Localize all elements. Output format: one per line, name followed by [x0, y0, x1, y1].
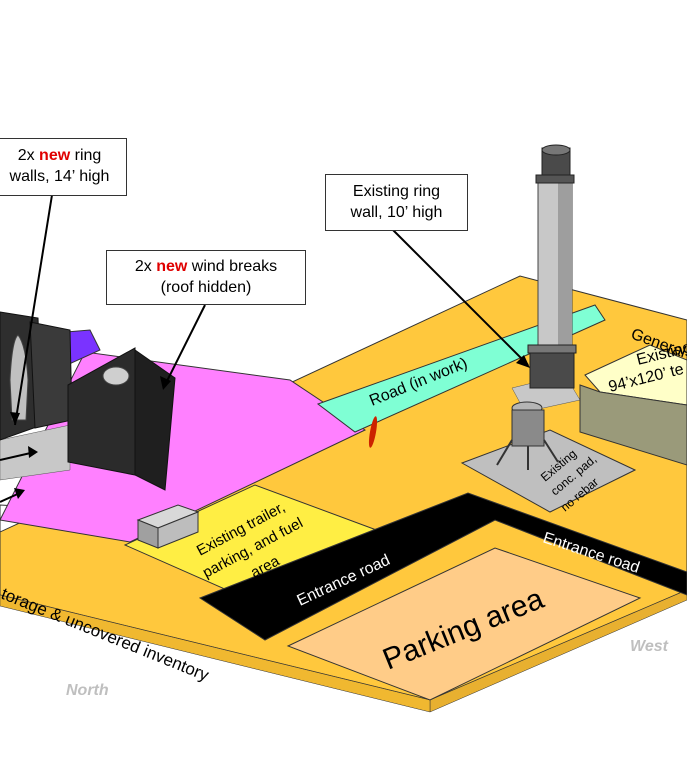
ring-walls-callout-line1: 2x new ring [0, 145, 126, 166]
parking-area [286, 547, 642, 701]
wind-breaks-prefix: 2x [134, 258, 157, 275]
ring-walls-new: new [39, 147, 71, 164]
trailer-box-side [157, 511, 199, 549]
lander-body [511, 409, 545, 447]
leader-existing-ring-wall-arrow [516, 355, 530, 368]
ring-walls-callout: 2x new ring walls, 14’ high [0, 138, 127, 196]
platform-edge-left [0, 594, 431, 713]
rocket-cone [9, 334, 29, 421]
tower-shade [558, 178, 572, 350]
existing-ring-wall-line1: Existing ring [352, 183, 441, 200]
small-dome [102, 366, 130, 386]
tower-cap-top [541, 144, 571, 156]
tower-band [535, 174, 575, 184]
leader-left-2-arrow [14, 488, 25, 499]
tent-front [579, 384, 687, 466]
north-label: North [66, 682, 109, 699]
wind-breaks-suffix: wind breaks [187, 258, 278, 275]
leader-ring-walls [14, 194, 53, 426]
ring-walls-suffix: ring [70, 147, 102, 164]
lander-leg-1 [496, 439, 513, 466]
leader-ring-walls-arrow [10, 412, 20, 425]
ring-walls-prefix: 2x [17, 147, 40, 164]
leader-wind-breaks-arrow [160, 376, 171, 390]
leader-wind-breaks [164, 304, 206, 386]
wind-breaks-new: new [156, 258, 188, 275]
entrance-road [198, 492, 687, 641]
tower-base [529, 347, 575, 389]
wind-breaks-callout-line1: 2x new wind breaks [107, 256, 305, 277]
tent-top [584, 344, 687, 406]
leader-existing-ring-wall [392, 229, 529, 366]
existing-ring-wall-callout: Existing ring wall, 10’ high [325, 174, 468, 231]
existing-ring-wall-line2: wall, 10’ high [350, 204, 443, 221]
lander-leg-2 [543, 439, 559, 463]
tower-base-rim [527, 344, 577, 354]
west-label: West [630, 638, 669, 655]
ring-wall-panel-2 [29, 321, 73, 429]
leader-left-1-arrow [28, 446, 38, 458]
road-in-work [316, 304, 606, 433]
red-marker [368, 416, 378, 448]
wind-breaks-callout: 2x new wind breaks (roof hidden) [106, 250, 306, 305]
ring-walls-callout-line2: walls, 14’ high [9, 168, 110, 185]
wind-breaks-callout-line2: (roof hidden) [160, 279, 252, 296]
